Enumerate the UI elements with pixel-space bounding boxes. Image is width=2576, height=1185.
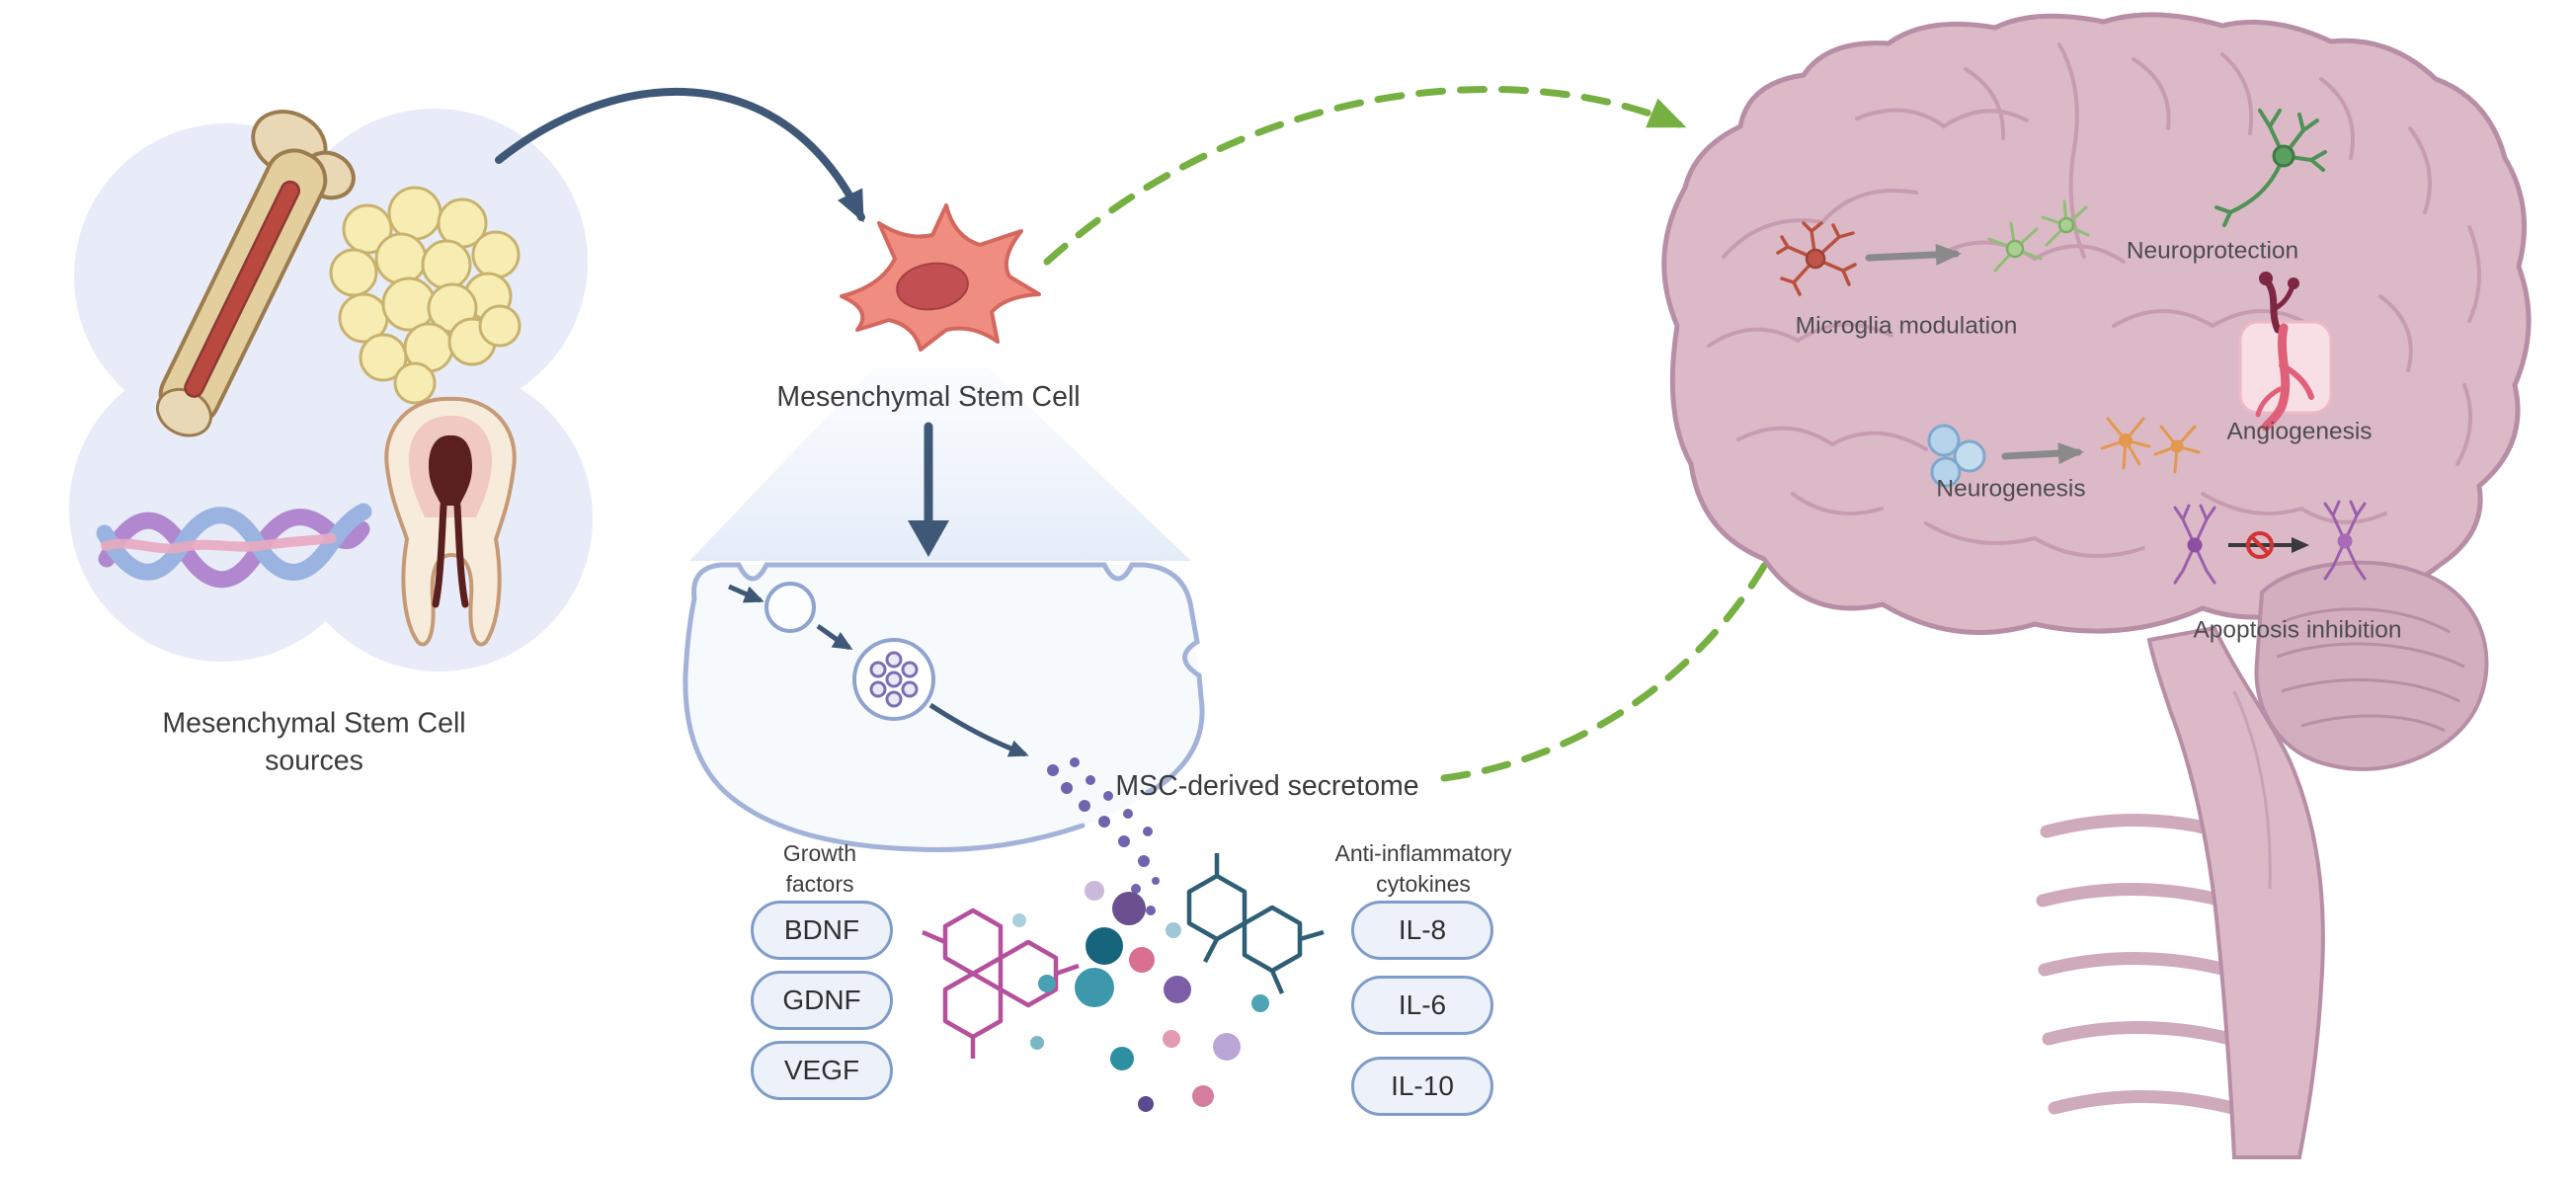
mesenchymal-stem-cell-icon — [840, 203, 1041, 352]
neurogenesis-label: Neurogenesis — [1936, 475, 2086, 503]
neuroprotection-label: Neuroprotection — [2126, 237, 2299, 265]
microglia-modulation-label: Microglia modulation — [1795, 312, 2018, 340]
msc-down-arrow — [908, 422, 949, 557]
pill-gdnf: GDNF — [751, 971, 893, 1030]
microglia-modulation-icon — [1776, 199, 2090, 296]
neuroprotection-neuron-icon — [2214, 109, 2327, 227]
apoptosis-inhibition-label: Apoptosis inhibition — [2193, 616, 2402, 644]
neurogenesis-icon — [1927, 417, 2201, 488]
pill-vegf: VEGF — [751, 1041, 893, 1100]
pill-il6: IL-6 — [1351, 976, 1493, 1035]
angiogenesis-label: Angiogenesis — [2226, 418, 2373, 445]
secretome-label: MSC-derived secretome — [1115, 769, 1419, 802]
umbilical-cord-icon — [96, 503, 372, 589]
cytokines-heading: Anti-inflammatory cytokines — [1334, 839, 1512, 897]
sources-to-msc-arrow — [495, 88, 865, 223]
bone-icon — [155, 110, 356, 437]
adipose-tissue-icon — [329, 186, 522, 405]
cell-membrane-secretion-icon — [683, 562, 1205, 915]
angiogenesis-vessel-icon — [2238, 272, 2333, 432]
msc-label: Mesenchymal Stem Cell — [776, 380, 1081, 413]
pill-bdnf: BDNF — [751, 901, 893, 960]
apoptosis-inhibition-icon — [2173, 500, 2367, 585]
tooth-icon — [384, 396, 517, 647]
molecule-structure-magenta-icon — [922, 908, 1080, 1059]
zoom-funnel — [689, 367, 1191, 561]
secretome-factor-dots — [1012, 881, 1269, 1112]
growth-factors-heading: Growth factors — [782, 839, 857, 897]
pill-il8: IL-8 — [1351, 901, 1493, 960]
molecule-structure-blue-icon — [1186, 853, 1325, 994]
msc-to-brain-dashed-arrow — [1043, 85, 1687, 266]
pill-il10: IL-10 — [1351, 1057, 1493, 1116]
sources-label: Mesenchymal Stem Cell sources — [162, 707, 466, 777]
secreted-vesicle-dots — [1047, 757, 1160, 915]
brain-illustration — [1661, 12, 2532, 1159]
